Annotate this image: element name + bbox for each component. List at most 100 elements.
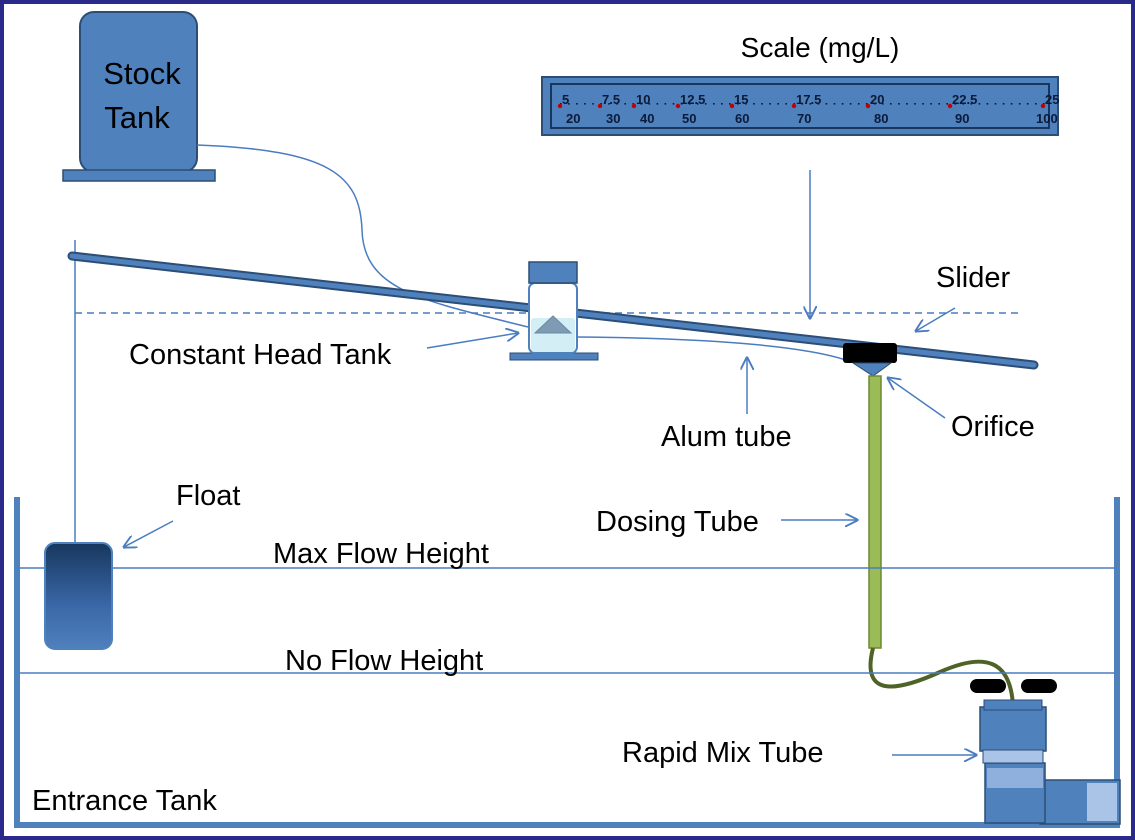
scale-minor-tick: [833, 103, 836, 105]
constant-head-tank-label: Constant Head Tank: [129, 339, 392, 371]
scale-minor-tick: [930, 103, 932, 105]
scale-minor-tick: [568, 103, 570, 105]
scale-marker: [631, 103, 637, 109]
flexible-tube: [868, 647, 1015, 706]
scale-minor-tick: [962, 103, 965, 105]
scale-minor-tick: [656, 103, 659, 105]
scale-minor-tick: [576, 103, 578, 105]
scale-minor-tick: [608, 103, 610, 105]
stock-feed-line: [196, 144, 529, 328]
scale-minor-tick: [793, 103, 796, 105]
scale-minor-tick: [1010, 103, 1013, 105]
scale-bottom-label: 90: [955, 111, 969, 126]
scale-marker: [791, 103, 797, 109]
scale-minor-tick: [857, 103, 860, 105]
scale-minor-tick: [632, 103, 635, 105]
scale-top-label: 12.5: [680, 92, 705, 107]
scale-minor-tick: [769, 103, 771, 105]
scale-minor-tick: [898, 103, 900, 105]
scale-minor-tick: [664, 103, 667, 105]
scale-minor-tick: [737, 103, 739, 105]
max-flow-height-label: Max Flow Height: [273, 538, 489, 570]
scale-top-label: 20: [870, 92, 884, 107]
scale-minor-tick: [560, 103, 562, 105]
scale-minor-tick: [882, 103, 884, 105]
constant-head-tank: [509, 261, 599, 361]
scale-minor-tick: [640, 103, 643, 105]
scale-minor-tick: [696, 103, 699, 105]
stock-tank-label-1: Stock: [103, 56, 181, 91]
scale-minor-tick: [777, 103, 779, 105]
scale-minor-tick: [753, 103, 755, 105]
scale-minor-tick: [688, 103, 691, 105]
dosing-tube-label: Dosing Tube: [596, 506, 759, 538]
scale-top-label: 15: [734, 92, 748, 107]
scale-bottom-label: 70: [797, 111, 811, 126]
scale-minor-tick: [1043, 103, 1045, 105]
stock-tank: Stock Tank: [62, 11, 216, 182]
orifice-label: Orifice: [951, 411, 1035, 443]
scale-minor-tick: [1026, 103, 1029, 105]
dosing-tube: [868, 375, 882, 649]
scale-minor-tick: [704, 103, 707, 105]
rapid-mix-tube-label: Rapid Mix Tube: [622, 737, 824, 769]
scale-minor-tick: [994, 103, 997, 105]
scale-bottom-label: 80: [874, 111, 888, 126]
scale-minor-tick: [680, 103, 683, 105]
scale-marker: [947, 103, 953, 109]
entrance-tank-label: Entrance Tank: [32, 785, 217, 817]
scale-minor-tick: [761, 103, 763, 105]
scale-minor-tick: [1035, 103, 1037, 105]
float-arrow: [124, 520, 174, 547]
slider-label: Slider: [936, 262, 1010, 294]
scale-minor-tick: [841, 103, 844, 105]
scale-marker: [597, 103, 603, 109]
scale-top-label: 5: [562, 92, 569, 107]
scale-minor-tick: [914, 103, 916, 105]
constant-head-tank-arrow: [426, 333, 518, 349]
scale-marker: [557, 103, 563, 109]
scale-minor-tick: [809, 103, 812, 105]
scale-minor-tick: [624, 103, 626, 105]
scale-minor-tick: [729, 103, 731, 105]
scale-top-label: 22.5: [952, 92, 977, 107]
scale-minor-tick: [721, 103, 723, 105]
scale-marker: [1040, 103, 1046, 109]
scale-minor-tick: [600, 103, 602, 105]
orifice: [843, 343, 897, 377]
scale-title: Scale (mg/L): [741, 32, 900, 63]
scale-minor-tick: [785, 103, 787, 105]
slider-arrow: [916, 307, 956, 331]
scale-marker: [675, 103, 681, 109]
scale-minor-tick: [745, 103, 747, 105]
scale-minor-tick: [906, 103, 908, 105]
stock-tank-label-2: Tank: [104, 100, 170, 135]
float-body: [44, 542, 113, 650]
scale-minor-tick: [849, 103, 852, 105]
scale-minor-tick: [801, 103, 804, 105]
scale-minor-tick: [1018, 103, 1021, 105]
scale-bottom-label: 30: [606, 111, 620, 126]
scale-minor-tick: [1002, 103, 1005, 105]
no-flow-height-label: No Flow Height: [285, 645, 483, 677]
scale-minor-tick: [890, 103, 892, 105]
scale-bottom-label: 60: [735, 111, 749, 126]
scale-marker: [729, 103, 735, 109]
float-label: Float: [176, 480, 240, 512]
scale-minor-tick: [938, 103, 940, 105]
scale-minor-tick: [874, 103, 876, 105]
scale-minor-tick: [825, 103, 828, 105]
alum-tube-line: [576, 336, 847, 361]
scale-minor-tick: [986, 103, 989, 105]
scale-minor-tick: [584, 103, 586, 105]
scale-minor-tick: [970, 103, 973, 105]
scale-minor-tick: [954, 103, 957, 105]
scale-bottom-label: 20: [566, 111, 580, 126]
scale-bottom-label: 100: [1036, 111, 1058, 126]
scale-top-label: 17.5: [796, 92, 821, 107]
scale-bottom-label: 50: [682, 111, 696, 126]
scale-minor-tick: [817, 103, 820, 105]
alum-tube-label: Alum tube: [661, 421, 792, 453]
